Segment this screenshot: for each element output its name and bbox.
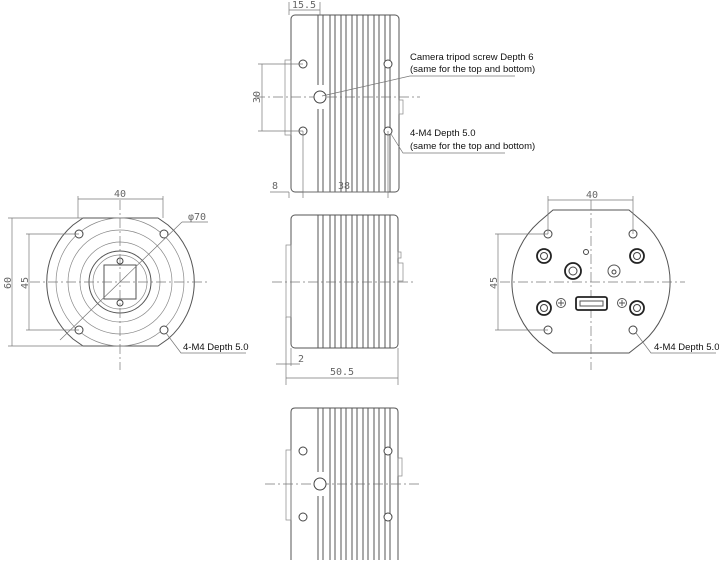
dim-phi70: φ70: [188, 212, 206, 223]
m4-hole: [383, 512, 393, 522]
top-body-outline: [290, 14, 400, 193]
m4-hole: [383, 446, 393, 456]
dim-50-5: 50.5: [330, 367, 354, 378]
side-body-outline: [290, 214, 399, 349]
dim-60: 60: [3, 277, 14, 289]
front-outline: [46, 217, 195, 347]
screw-icon: [556, 298, 566, 308]
m4-leader: [390, 133, 505, 154]
side-view: 2 50.5: [272, 214, 415, 385]
m4-hole: [298, 512, 308, 522]
bottom-view: [265, 407, 420, 560]
led-icon: [607, 264, 621, 278]
note-tripod-sub: (same for the top and bottom): [410, 64, 535, 75]
tripod-screw-hole: [313, 477, 327, 491]
side-fins: [317, 215, 391, 348]
tripod-screw-hole: [313, 90, 327, 104]
dim-30: 30: [252, 91, 263, 103]
note-m4: 4-M4 Depth 5.0: [410, 128, 475, 139]
note-m4: 4-M4 Depth 5.0: [183, 342, 248, 353]
dim-15-5: 15.5: [292, 0, 316, 11]
hdmi-port-icon: [575, 296, 608, 311]
side-front-flange: [285, 244, 292, 318]
mount-holes: [536, 248, 645, 316]
note-m4-sub: (same for the top and bottom): [410, 141, 535, 152]
dim-40: 40: [114, 189, 126, 200]
indicator-hole: [583, 249, 589, 255]
back-outline: [511, 209, 671, 354]
screw-icon: [617, 298, 627, 308]
m4-hole: [159, 229, 169, 239]
note-m4: 4-M4 Depth 5.0: [654, 342, 719, 353]
dim-8: 8: [272, 181, 278, 192]
top-front-flange: [284, 59, 292, 136]
dim-40: 40: [586, 190, 598, 201]
bottom-body-outline: [290, 407, 399, 560]
dim-45: 45: [489, 277, 500, 289]
dim-38: 38: [338, 181, 350, 192]
back-view: 40 45 4-M4 Depth 5.0: [489, 190, 719, 370]
dim-45: 45: [20, 277, 31, 289]
m4-hole: [159, 325, 169, 335]
dim-2: 2: [298, 354, 304, 365]
m4-hole: [298, 446, 308, 456]
top-fins: [317, 15, 391, 192]
top-view: 15.5 30 8 38 Camera tripod screw Depth 6…: [252, 0, 535, 198]
front-view: φ70 40 60 45 4-M4 Depth 5.0: [3, 189, 248, 370]
power-jack-icon: [564, 262, 582, 280]
note-tripod: Camera tripod screw Depth 6: [410, 52, 534, 63]
diameter-line: [59, 221, 183, 341]
m4-hole: [383, 59, 393, 69]
tripod-leader: [321, 75, 515, 97]
top-side-connector: [398, 99, 404, 115]
